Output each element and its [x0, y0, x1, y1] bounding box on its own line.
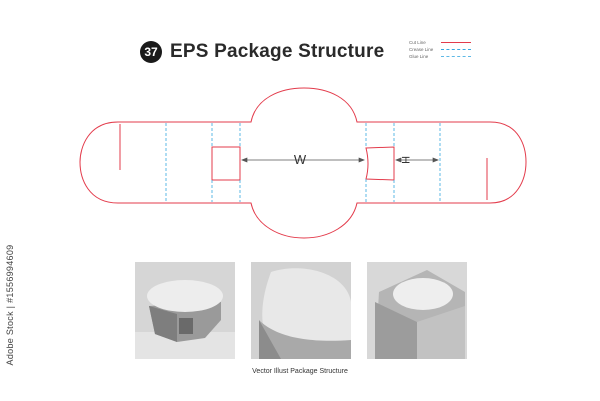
dimension-markers: [241, 157, 439, 163]
package-photo-2: [251, 262, 351, 359]
outer-cut-line: [79, 87, 527, 239]
package-render-2: [251, 262, 351, 359]
legend-glue-label: Glue Line: [409, 54, 429, 59]
legend-crease: Crease Line: [409, 46, 471, 53]
package-render-1: [135, 262, 235, 359]
vertical-stock-text: Adobe Stock | #1556994609: [5, 244, 15, 366]
cut-line-swatch: [441, 42, 471, 43]
width-arrow-right: [358, 157, 365, 163]
legend-crease-label: Crease Line: [409, 47, 434, 52]
height-arrow-right: [432, 157, 439, 163]
legend-cut: Cut Line: [409, 39, 471, 46]
line-legend: Cut Line Crease Line Glue Line: [409, 39, 471, 60]
height-arrow-left: [395, 157, 402, 163]
package-render-3: [367, 262, 467, 359]
dieline-diagram: W H: [79, 87, 527, 239]
glue-line-swatch: [441, 56, 471, 57]
legend-cut-label: Cut Line: [409, 40, 426, 45]
diagram-caption: Vector Illust Package Structure: [252, 368, 348, 375]
height-label: H: [399, 156, 411, 164]
legend-glue: Glue Line: [409, 53, 471, 60]
title-block: 37 EPS Package Structure: [140, 36, 384, 68]
left-window-cut: [211, 146, 241, 181]
page-title: EPS Package Structure: [170, 41, 385, 62]
package-photo-3: [367, 262, 467, 359]
width-label: W: [294, 152, 307, 167]
width-arrow-left: [241, 157, 248, 163]
package-photo-1: [135, 262, 235, 359]
right-window-cut: [365, 146, 395, 181]
crease-line-swatch: [441, 49, 471, 50]
crease-lines: [165, 123, 441, 202]
number-badge: 37: [140, 41, 162, 63]
